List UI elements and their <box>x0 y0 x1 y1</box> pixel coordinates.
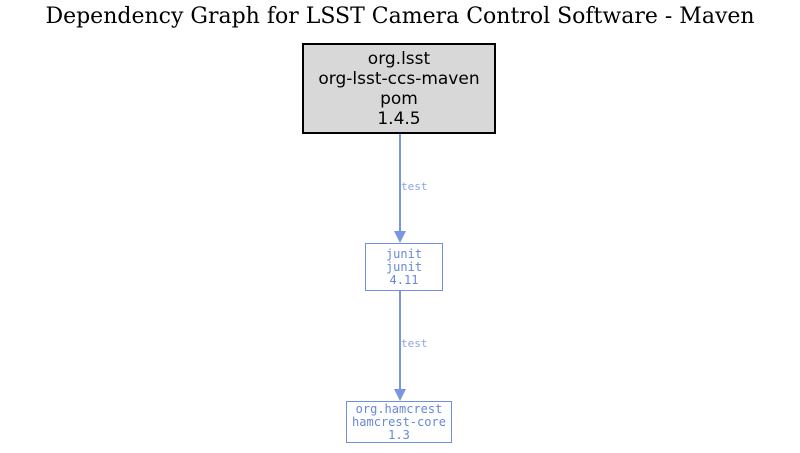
junit-group-id: junit <box>385 246 423 261</box>
hamcrest-group-id: org.hamcrest <box>355 401 443 416</box>
edge-root-to-junit <box>399 134 401 231</box>
node-junit[interactable]: junit junit 4.11 <box>365 243 443 291</box>
root-packaging: pom <box>380 88 418 109</box>
page-title: Dependency Graph for LSST Camera Control… <box>45 4 755 29</box>
arrowhead-down-icon <box>394 231 406 243</box>
node-hamcrest-core[interactable]: org.hamcrest hamcrest-core 1.3 <box>346 401 452 443</box>
edge-scope-label-test-1: test <box>401 180 428 193</box>
root-version: 1.4.5 <box>377 108 421 129</box>
edge-scope-label-test-2: test <box>401 337 428 350</box>
junit-artifact-id: junit <box>385 259 423 274</box>
hamcrest-version: 1.3 <box>388 427 410 442</box>
root-artifact-id: org-lsst-ccs-maven <box>318 68 480 89</box>
root-group-id: org.lsst <box>367 48 431 69</box>
hamcrest-artifact-id: hamcrest-core <box>352 414 446 429</box>
junit-version: 4.11 <box>389 272 419 287</box>
arrowhead-down-icon <box>394 389 406 401</box>
node-org-lsst-ccs-maven[interactable]: org.lsst org-lsst-ccs-maven pom 1.4.5 <box>302 43 496 134</box>
edge-junit-to-hamcrest <box>399 291 401 389</box>
